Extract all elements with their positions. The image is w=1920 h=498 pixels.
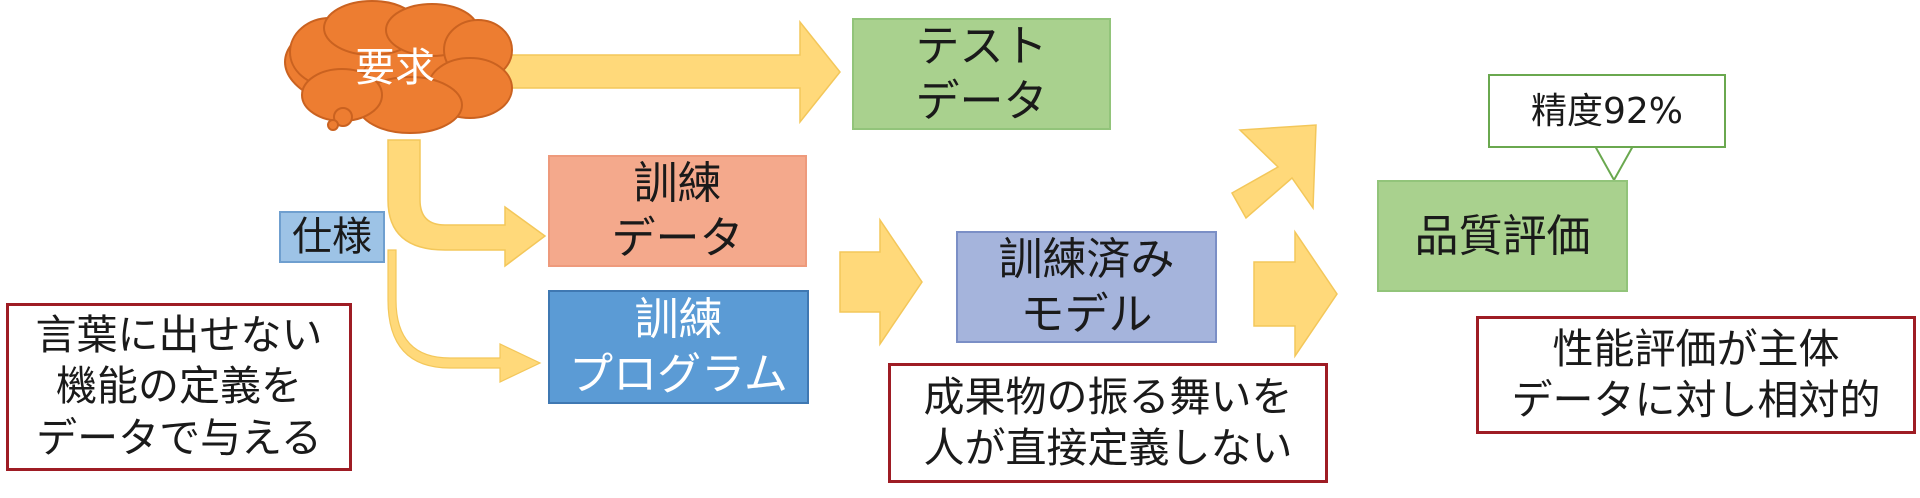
test-data-label: テスト データ bbox=[915, 21, 1048, 127]
callout-pointer bbox=[1593, 145, 1635, 183]
spec-box: 仕様 bbox=[279, 211, 385, 263]
cloud-tail bbox=[327, 107, 353, 131]
training-data-label: 訓練 データ bbox=[611, 158, 744, 264]
quality-eval-label: 品質評価 bbox=[1414, 210, 1591, 262]
accuracy-callout: 精度92% bbox=[1488, 74, 1726, 148]
note-middle-text: 成果物の振る舞いを 人が直接定義しない bbox=[923, 372, 1293, 472]
note-right-text: 性能評価が主体 データに対し相対的 bbox=[1511, 324, 1881, 424]
arrow-diagonal-up bbox=[1230, 124, 1317, 220]
arrow-requirement-to-trainingprogram bbox=[387, 249, 542, 383]
training-data-box: 訓練 データ bbox=[548, 155, 807, 267]
note-middle: 成果物の振る舞いを 人が直接定義しない bbox=[888, 363, 1328, 483]
quality-eval-box: 品質評価 bbox=[1377, 180, 1628, 292]
cloud-shape bbox=[284, 0, 513, 134]
arrow-model-to-evaluation bbox=[1253, 229, 1338, 359]
arrow-requirement-to-trainingdata bbox=[387, 139, 547, 268]
note-left: 言葉に出せない 機能の定義を データで与える bbox=[6, 303, 352, 471]
trained-model-label: 訓練済み モデル bbox=[998, 234, 1175, 340]
trained-model-box: 訓練済み モデル bbox=[956, 231, 1217, 343]
training-program-label: 訓練 プログラム bbox=[569, 294, 788, 400]
arrow-training-to-model bbox=[839, 217, 923, 347]
accuracy-label: 精度92% bbox=[1530, 90, 1684, 132]
test-data-box: テスト データ bbox=[852, 18, 1111, 130]
note-right: 性能評価が主体 データに対し相対的 bbox=[1476, 316, 1916, 434]
requirement-label: 要求 bbox=[355, 45, 435, 91]
note-left-text: 言葉に出せない 機能の定義を データで与える bbox=[35, 311, 323, 462]
arrow-requirement-to-testdata bbox=[494, 19, 841, 125]
training-program-box: 訓練 プログラム bbox=[548, 290, 809, 404]
spec-label: 仕様 bbox=[292, 214, 372, 260]
